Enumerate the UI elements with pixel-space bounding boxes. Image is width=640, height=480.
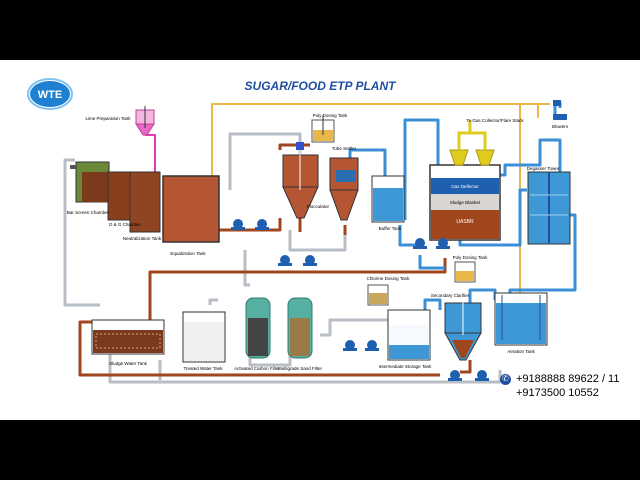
contact-row-1: ✆ +9188888 89622 / 11 xyxy=(500,372,619,386)
tube-settler xyxy=(329,157,359,221)
intermediate-storage-tank xyxy=(387,309,431,361)
wte-logo: WTE xyxy=(27,78,73,110)
secondary-clarifier xyxy=(444,300,482,361)
phone-number-1: +9188888 89622 / 11 xyxy=(516,373,620,385)
pump-icon xyxy=(255,219,269,230)
gas-deflector-label: Gas Deflector xyxy=(451,184,479,189)
aeration-label: Aeration Tank xyxy=(507,349,535,354)
flocculator xyxy=(282,142,319,219)
logo-text: WTE xyxy=(38,89,62,101)
chlorine-label: Chlorine Dosing Tank xyxy=(367,276,410,281)
poly-dosing-tank-2 xyxy=(454,261,476,283)
phone-number-2: +9173500 10552 xyxy=(516,387,599,399)
degasser-label: Degasser Tower xyxy=(527,166,560,171)
gas-collector-label: To Gas Collector/Flare Stack xyxy=(466,118,524,123)
sand-label: Multigrade Sand Filter xyxy=(278,366,323,371)
pipes xyxy=(63,102,577,384)
bar-screen-label: Bar Screen Chamber xyxy=(67,210,110,215)
chlorine-dosing-tank xyxy=(367,284,389,306)
poly-dosing-tank-1 xyxy=(311,115,335,143)
pump-icon xyxy=(448,370,462,381)
pump-icon xyxy=(303,255,317,266)
pump-icon xyxy=(231,219,245,230)
pump-icon xyxy=(365,340,379,351)
pump-icon xyxy=(278,255,292,266)
floc-label: Flocculator xyxy=(307,204,330,209)
pumps xyxy=(231,219,489,381)
equal-label: Equalization Tank xyxy=(170,251,206,256)
sludge-water-tank xyxy=(91,319,165,355)
sludge-blanket-label: Sludge Blanket xyxy=(450,200,481,205)
treated-label: Treated Water Tank xyxy=(183,366,223,371)
blowers xyxy=(553,100,567,120)
inter-label: Intermediate Storage Tank xyxy=(379,364,432,369)
blowers-label: Blowers xyxy=(552,124,569,129)
neutral-label: Neutralization Tank xyxy=(123,236,162,241)
multigrade-sand-filter xyxy=(287,297,313,359)
sludge-water-label: Sludge Water Tank xyxy=(109,361,148,366)
primary-chambers xyxy=(70,161,220,243)
contact-info: ✆ +9188888 89622 / 11 +9173500 10552 xyxy=(500,372,619,400)
buffer-label: Buffer Tank xyxy=(379,226,402,231)
tube-label: Tube Settler xyxy=(332,146,357,151)
lime-preparation-tank xyxy=(135,106,155,136)
sec-clarifier-label: Secondary Clarifier xyxy=(431,293,470,298)
treated-water-tank xyxy=(182,311,226,363)
activated-carbon-filter xyxy=(245,297,271,359)
phone-icon: ✆ xyxy=(500,373,511,385)
og-label: O & G Chamber xyxy=(109,222,142,227)
pump-icon xyxy=(475,370,489,381)
pump-icon xyxy=(436,238,450,249)
pump-icon xyxy=(343,340,357,351)
poly2-label: Poly Dosing Tank xyxy=(453,255,488,260)
poly1-label: Poly Dosing Tank xyxy=(313,113,348,118)
lime-label: Lime Preparation Tank xyxy=(86,116,132,121)
pump-icon xyxy=(413,238,427,249)
uasbr-label: UASBR xyxy=(456,219,474,225)
degasser-tower xyxy=(527,171,571,245)
aeration-tank xyxy=(494,292,548,346)
page-title: SUGAR/FOOD ETP PLANT xyxy=(245,79,398,93)
buffer-tank xyxy=(371,175,405,223)
uasbr-reactor xyxy=(429,120,501,241)
carbon-label: Activated Carbon Filter xyxy=(234,366,280,371)
contact-row-2: +9173500 10552 xyxy=(500,386,619,400)
